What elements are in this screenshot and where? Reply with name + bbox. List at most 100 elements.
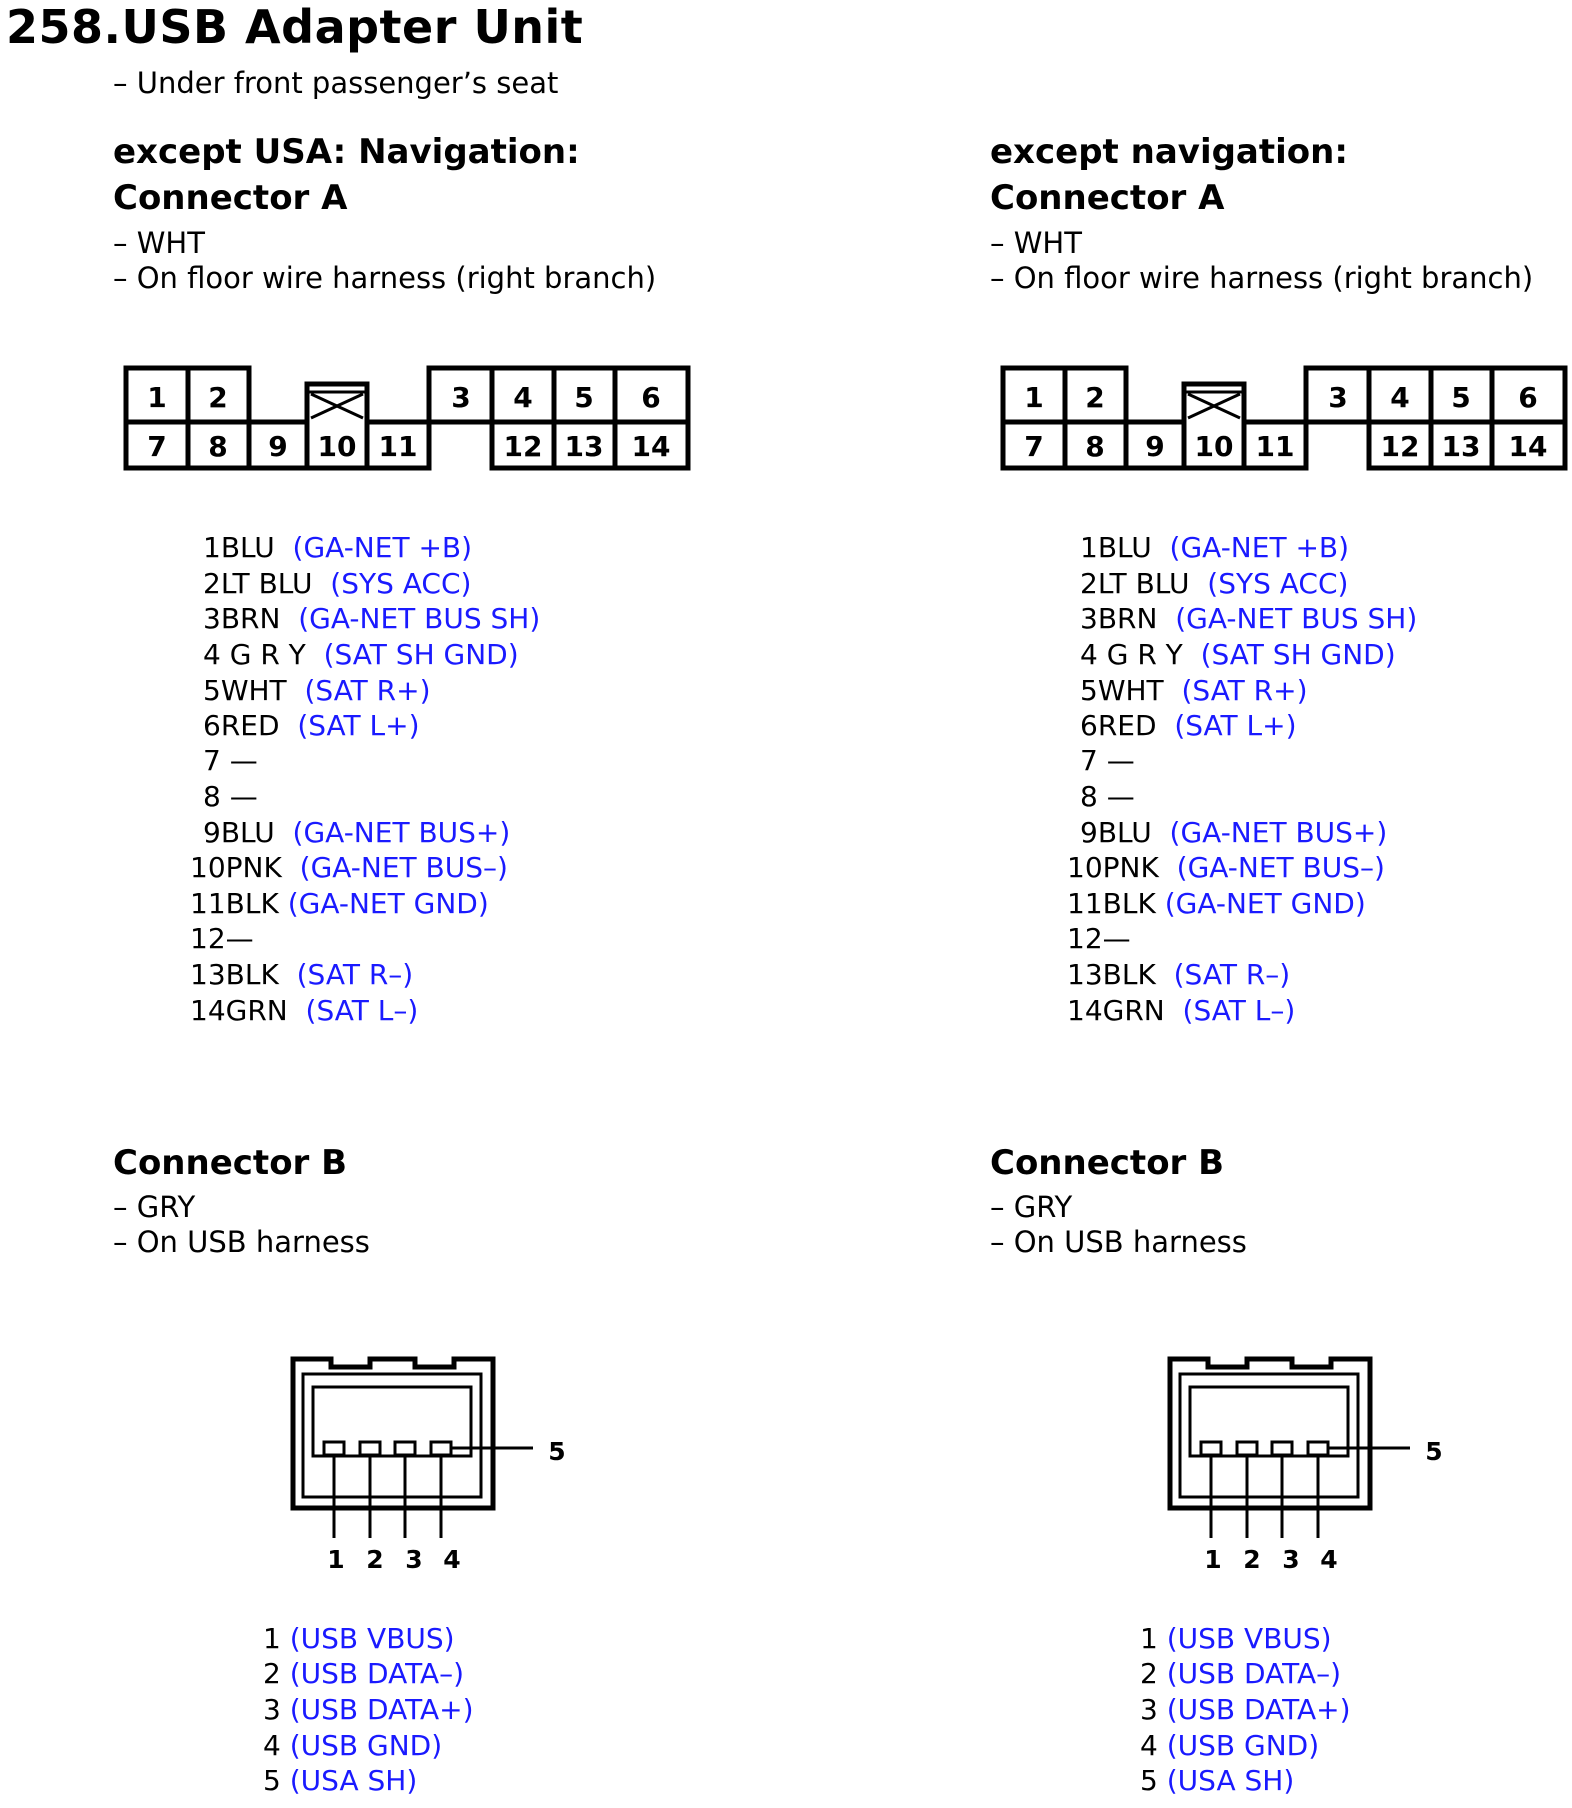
cavity-number: 11: [1256, 430, 1295, 463]
pin-row: 5 (USA SH): [263, 1764, 418, 1797]
column-no-navigation: except navigation: Connector A – WHT – O…: [990, 0, 1572, 1808]
pin-row: 1BLU (GA-NET +B): [1080, 531, 1350, 564]
pin-row: 3BRN (GA-NET BUS SH): [1080, 602, 1418, 635]
pin-row: 9BLU (GA-NET BUS+): [203, 816, 511, 849]
connector-b-location: – On USB harness: [990, 1225, 1247, 1259]
pin-row: 10PNK (GA-NET BUS–): [1067, 851, 1385, 884]
pin-row: 3 (USB DATA+): [1140, 1693, 1351, 1726]
pin-row: 2 (USB DATA–): [1140, 1657, 1342, 1690]
cavity-number: 8: [208, 430, 227, 463]
cavity-number: 3: [451, 381, 470, 414]
cavity-number: 9: [268, 430, 287, 463]
pin-row: 13BLK (SAT R–): [1067, 958, 1291, 991]
pin-row: 1BLU (GA-NET +B): [203, 531, 473, 564]
cavity-number: 5: [1451, 381, 1470, 414]
terminal-number: 2: [1243, 1545, 1260, 1574]
pin-row: 2LT BLU (SYS ACC): [203, 567, 472, 600]
pin-row: 13BLK (SAT R–): [190, 958, 414, 991]
terminal-number: 5: [1425, 1437, 1442, 1466]
terminal-number: 3: [405, 1545, 422, 1574]
cavity-number: 1: [1024, 381, 1043, 414]
terminal-number: 1: [327, 1545, 344, 1574]
cavity-number: 8: [1085, 430, 1104, 463]
connector-b-diagram: 5 1 2 3 4: [288, 1354, 578, 1588]
column-navigation: except USA: Navigation: Connector A – WH…: [113, 0, 873, 1808]
terminal-number: 4: [443, 1545, 460, 1574]
cavity-number: 12: [1381, 430, 1420, 463]
cavity-number: 5: [574, 381, 593, 414]
terminal-number: 5: [548, 1437, 565, 1466]
connector-b-color: – GRY: [113, 1190, 196, 1224]
connector-b-color: – GRY: [990, 1190, 1073, 1224]
connector-b-face: 5 1 2 3 4: [290, 1356, 566, 1574]
pin-row: 1 (USB VBUS): [263, 1622, 455, 1655]
connector-a-title: Connector A: [990, 178, 1225, 218]
terminal-number: 2: [366, 1545, 383, 1574]
pin-row: 10PNK (GA-NET BUS–): [190, 851, 508, 884]
cavity-number: 14: [632, 430, 671, 463]
connector-a-color: – WHT: [990, 226, 1082, 260]
cavity-number: 2: [208, 381, 227, 414]
cavity-number: 14: [1509, 430, 1548, 463]
pin-row: 5WHT (SAT R+): [1080, 674, 1308, 707]
pin-row: 12—: [190, 922, 254, 955]
unit-location: – Under front passenger’s seat: [113, 66, 559, 100]
pin-row: 4 (USB GND): [1140, 1729, 1320, 1762]
pin-row: 3 (USB DATA+): [263, 1693, 474, 1726]
pin-row: 6RED (SAT L+): [203, 709, 420, 742]
pin-row: 8 —: [203, 780, 258, 813]
pin-row: 7 —: [203, 744, 258, 777]
connector-a-diagram: 1 2 3 4 5 6 7 8 9 10 11 12 13 14: [121, 363, 693, 477]
cavity-number: 6: [1518, 381, 1537, 414]
terminal-number: 3: [1282, 1545, 1299, 1574]
variant-heading: except navigation:: [990, 132, 1348, 172]
pin-row: 12—: [1067, 922, 1131, 955]
connector-a-cavity-numbers: 1 2 3 4 5 6 7 8 9 10 11 12 13 14: [147, 381, 670, 463]
connector-b-face: 5 1 2 3 4: [1167, 1356, 1443, 1574]
connector-a-diagram: 1 2 3 4 5 6 7 8 9 10 11 12 13 14: [998, 363, 1570, 477]
pin-row: 3BRN (GA-NET BUS SH): [203, 602, 541, 635]
pin-row: 1 (USB VBUS): [1140, 1622, 1332, 1655]
pin-row: 5WHT (SAT R+): [203, 674, 431, 707]
cavity-number: 7: [1024, 430, 1043, 463]
cavity-number: 13: [565, 430, 604, 463]
pin-row: 7 —: [1080, 744, 1135, 777]
connector-b-terminal-numbers: 5 1 2 3 4: [327, 1437, 565, 1574]
pin-row: 14GRN (SAT L–): [1067, 994, 1296, 1027]
connector-a-face: 1 2 3 4 5 6 7 8 9 10 11 12 13 14: [123, 365, 691, 471]
pin-row: 11BLK (GA-NET GND): [1067, 887, 1366, 920]
pin-row: 4 G R Y (SAT SH GND): [203, 638, 519, 671]
pin-row: 5 (USA SH): [1140, 1764, 1295, 1797]
connector-a-location: – On floor wire harness (right branch): [990, 261, 1534, 295]
connector-b-diagram: 5 1 2 3 4: [1165, 1354, 1455, 1588]
cavity-number: 13: [1442, 430, 1481, 463]
terminal-number: 4: [1320, 1545, 1337, 1574]
connector-b-location: – On USB harness: [113, 1225, 370, 1259]
cavity-number: 7: [147, 430, 166, 463]
pin-row: 6RED (SAT L+): [1080, 709, 1297, 742]
cavity-number: 1: [147, 381, 166, 414]
connector-b-title: Connector B: [113, 1143, 348, 1183]
pin-row: 2 (USB DATA–): [263, 1657, 465, 1690]
pin-row: 11BLK (GA-NET GND): [190, 887, 489, 920]
cavity-number: 6: [641, 381, 660, 414]
pin-row: 4 (USB GND): [263, 1729, 443, 1762]
terminal-number: 1: [1204, 1545, 1221, 1574]
connector-b-terminal-numbers: 5 1 2 3 4: [1204, 1437, 1442, 1574]
cavity-number: 12: [504, 430, 543, 463]
pin-row: 9BLU (GA-NET BUS+): [1080, 816, 1388, 849]
connector-a-title: Connector A: [113, 178, 348, 218]
cavity-number: 4: [1390, 381, 1409, 414]
cavity-number: 11: [379, 430, 418, 463]
cavity-number: 10: [318, 430, 357, 463]
cavity-number: 10: [1195, 430, 1234, 463]
cavity-number: 9: [1145, 430, 1164, 463]
cavity-number: 4: [513, 381, 532, 414]
pin-row: 2LT BLU (SYS ACC): [1080, 567, 1349, 600]
cavity-number: 3: [1328, 381, 1347, 414]
cavity-number: 2: [1085, 381, 1104, 414]
pin-row: 8 —: [1080, 780, 1135, 813]
page-title: 258.USB Adapter Unit: [6, 0, 584, 54]
connector-a-location: – On floor wire harness (right branch): [113, 261, 657, 295]
connector-b-title: Connector B: [990, 1143, 1225, 1183]
